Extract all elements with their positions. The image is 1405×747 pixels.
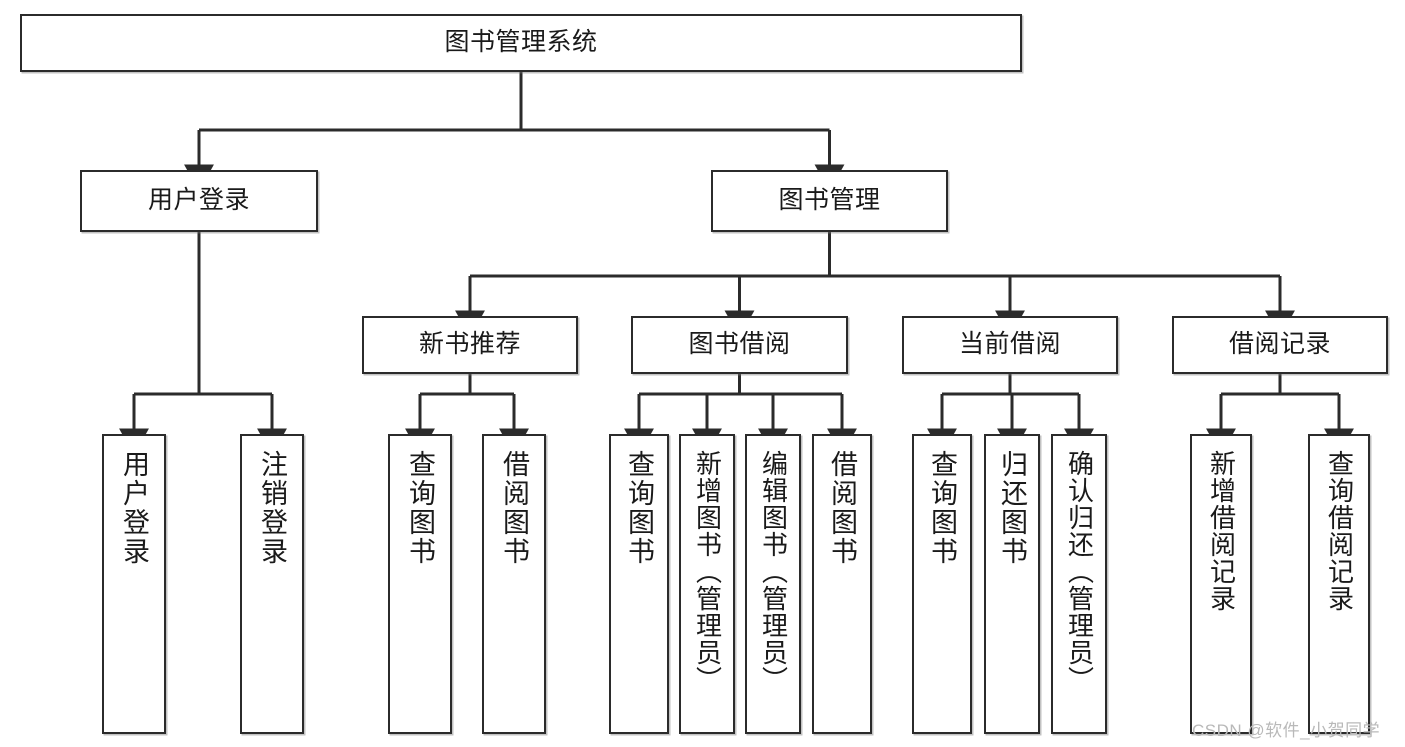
node-leaf-user-login[interactable]: 用户登录	[102, 434, 166, 734]
node-label: 新增借阅记录	[1206, 450, 1237, 612]
node-label: 编辑图书（管理员）	[758, 450, 789, 693]
node-label: 新增图书（管理员）	[692, 450, 723, 693]
node-leaf-borrow-book-2[interactable]: 借阅图书	[812, 434, 872, 734]
node-label: 图书管理系统	[444, 28, 598, 57]
node-leaf-add-record[interactable]: 新增借阅记录	[1190, 434, 1252, 734]
node-label: 借阅记录	[1228, 330, 1331, 359]
node-leaf-borrow-book-1[interactable]: 借阅图书	[482, 434, 546, 734]
node-bookmgmt[interactable]: 图书管理	[711, 170, 948, 232]
node-leaf-query-book-1[interactable]: 查询图书	[388, 434, 452, 734]
node-label: 查询图书	[927, 450, 958, 566]
node-label: 归还图书	[997, 450, 1028, 566]
node-leaf-edit-book[interactable]: 编辑图书（管理员）	[745, 434, 801, 734]
node-login[interactable]: 用户登录	[80, 170, 318, 232]
node-leaf-confirm-return[interactable]: 确认归还（管理员）	[1051, 434, 1107, 734]
node-leaf-add-book[interactable]: 新增图书（管理员）	[679, 434, 735, 734]
node-leaf-return-book[interactable]: 归还图书	[984, 434, 1040, 734]
csdn-watermark: CSDN @软件_小贺同学	[1192, 721, 1381, 740]
node-label: 当前借阅	[958, 330, 1061, 359]
node-label: 查询借阅记录	[1324, 450, 1355, 612]
node-root[interactable]: 图书管理系统	[20, 14, 1022, 72]
node-label: 用户登录	[119, 450, 150, 566]
node-label: 查询图书	[624, 450, 655, 566]
node-borrow[interactable]: 图书借阅	[631, 316, 848, 374]
node-label: 新书推荐	[418, 330, 521, 359]
node-label: 借阅图书	[499, 450, 530, 566]
node-leaf-query-book-3[interactable]: 查询图书	[912, 434, 972, 734]
node-label: 注销登录	[257, 450, 288, 566]
node-label: 图书借阅	[688, 330, 791, 359]
node-current[interactable]: 当前借阅	[902, 316, 1118, 374]
node-label: 用户登录	[147, 186, 250, 215]
node-records[interactable]: 借阅记录	[1172, 316, 1388, 374]
node-label: 图书管理	[778, 186, 881, 215]
node-leaf-query-book-2[interactable]: 查询图书	[609, 434, 669, 734]
node-leaf-query-record[interactable]: 查询借阅记录	[1308, 434, 1370, 734]
node-label: 确认归还（管理员）	[1064, 450, 1095, 693]
node-label: 查询图书	[405, 450, 436, 566]
node-label: 借阅图书	[827, 450, 858, 566]
node-leaf-user-logout[interactable]: 注销登录	[240, 434, 304, 734]
node-newbook[interactable]: 新书推荐	[362, 316, 578, 374]
